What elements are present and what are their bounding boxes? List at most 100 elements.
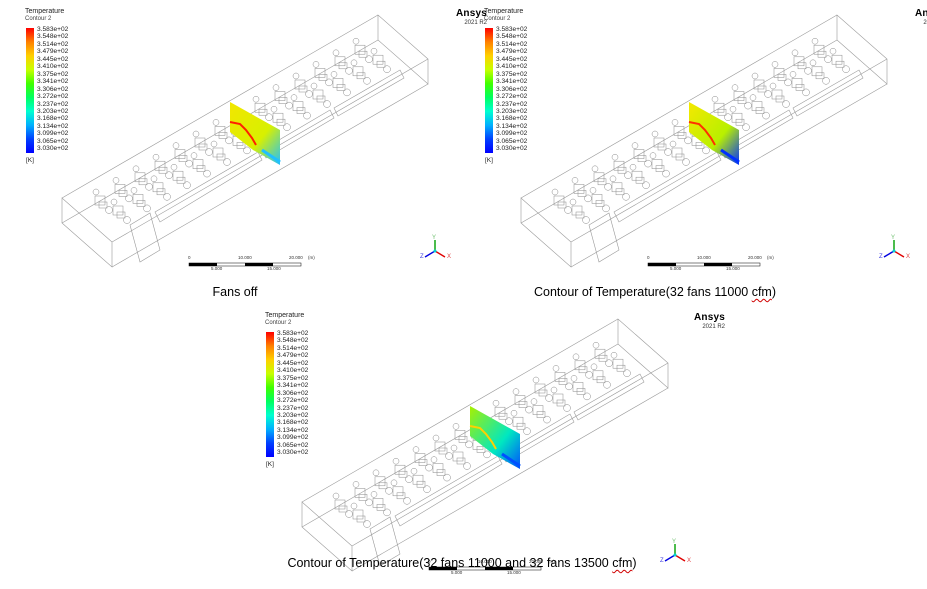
legend-tick-label: 3.030e+02: [277, 449, 309, 457]
legend-tick-label: 3.272e+02: [496, 93, 528, 101]
scale-label: 20.000: [748, 255, 762, 260]
legend-tick-label: 3.306e+02: [37, 85, 69, 93]
legend-unit: [K]: [266, 461, 274, 468]
contour-hot-region: [229, 121, 257, 146]
legend-tick-label: 3.134e+02: [496, 122, 528, 130]
legend-title: Temperature: [25, 8, 65, 15]
axis-triad: [664, 544, 686, 562]
brand-version: 2021 R2: [702, 324, 725, 330]
scale-label: 10.000: [697, 255, 711, 260]
axis-z-label: Z: [660, 558, 664, 564]
legend-tick-label: 3.445e+02: [37, 55, 69, 63]
legend-tick-label: 3.583e+02: [277, 330, 309, 337]
legend-tick-label: 3.272e+02: [37, 93, 69, 101]
legend-subtitle: Contour 2: [25, 15, 52, 22]
axis-x-label: X: [447, 254, 452, 260]
brand-name: Ansys: [693, 312, 725, 323]
legend-tick-label: 3.203e+02: [37, 107, 69, 115]
legend-tick-label: 3.237e+02: [277, 404, 309, 412]
brand-version: 2021 R2: [464, 20, 487, 26]
scale-label: 0: [188, 255, 191, 260]
scale-label: 5.000: [211, 266, 223, 271]
scale-bar: [428, 566, 542, 571]
legend-tick-label: 3.445e+02: [277, 359, 309, 367]
brand-name: Ansys: [914, 8, 927, 19]
legend-tick-label: 3.583e+02: [37, 26, 69, 33]
model-view-1: [61, 14, 446, 268]
brand-name: Ansys: [455, 8, 487, 19]
legend-tick-label: 3.203e+02: [496, 107, 528, 115]
scale-label: 0: [647, 255, 650, 260]
legend-tick-label: 3.479e+02: [277, 352, 309, 360]
legend-tick-label: 3.514e+02: [277, 344, 309, 352]
scale-bar: [647, 262, 761, 267]
model-view-2: [520, 14, 905, 268]
legend-unit: [K]: [485, 157, 493, 164]
legend-subtitle: Contour 2: [265, 319, 292, 326]
legend-tick-label: 3.065e+02: [496, 137, 528, 145]
scale-label: 15.000: [507, 570, 521, 575]
legend-tick-label: 3.168e+02: [37, 115, 69, 123]
contour-hot-region: [688, 121, 716, 146]
scale-label: 20.000: [529, 559, 543, 564]
legend-tick-label: 3.065e+02: [37, 137, 69, 145]
legend-tick-label: 3.479e+02: [37, 48, 69, 56]
axis-y-label: Y: [891, 235, 896, 241]
axis-y-label: Y: [672, 539, 677, 545]
axis-z-label: Z: [420, 254, 424, 260]
scale-label: 5.000: [670, 266, 682, 271]
legend-tick-label: 3.168e+02: [277, 419, 309, 427]
legend-tick-label: 3.341e+02: [37, 78, 69, 86]
scale-label: 5.000: [451, 570, 463, 575]
color-bar: [26, 28, 34, 153]
legend-tick-label: 3.306e+02: [277, 389, 309, 397]
scale-label: 20.000: [289, 255, 303, 260]
scale-unit: (m): [308, 255, 315, 260]
legend-subtitle: Contour 2: [484, 15, 511, 22]
axis-triad: [883, 240, 905, 258]
caption-text: Contour of Temperature(32 fans 11000 and…: [287, 556, 613, 570]
legend-tick-label: 3.099e+02: [37, 130, 69, 138]
legend-tick-label: 3.479e+02: [496, 48, 528, 56]
legend-tick-label: 3.306e+02: [496, 85, 528, 93]
scale-label: 15.000: [267, 266, 281, 271]
color-bar: [266, 332, 274, 457]
contour-hot-region: [469, 425, 497, 450]
caption-spellcheck-word: cfm: [612, 556, 633, 570]
scale-label: 15.000: [726, 266, 740, 271]
legend-tick-label: 3.030e+02: [37, 145, 69, 153]
caption-text-end: ): [771, 285, 777, 299]
axis-x-label: X: [687, 558, 692, 564]
axis-z-label: Z: [879, 254, 883, 260]
axis-triad: [424, 240, 446, 258]
scale-bar: [188, 262, 302, 267]
legend-tick-label: 3.375e+02: [37, 70, 69, 78]
scale-label: 0: [428, 559, 431, 564]
legend-unit: [K]: [26, 157, 34, 164]
scale-unit: (m): [767, 255, 774, 260]
legend-tick-label: 3.548e+02: [37, 33, 69, 41]
legend-tick-label: 3.410e+02: [277, 367, 309, 375]
model-view-3: [301, 318, 686, 572]
caption-panel-2: Contour of Temperature(32 fans 11000 cfm…: [534, 285, 776, 299]
caption-text-end: ): [632, 556, 637, 570]
legend-tick-label: 3.583e+02: [496, 26, 528, 33]
legend-tick-label: 3.168e+02: [496, 115, 528, 123]
scale-unit: (m): [548, 559, 555, 564]
legend-tick-label: 3.099e+02: [277, 434, 309, 442]
legend-tick-label: 3.030e+02: [496, 145, 528, 153]
legend-tick-label: 3.341e+02: [496, 78, 528, 86]
caption-spellcheck-word: cfm: [751, 285, 772, 299]
scale-label: 10.000: [478, 559, 492, 564]
temperature-contour-plane: [230, 102, 280, 165]
legend-tick-label: 3.410e+02: [496, 63, 528, 71]
legend-tick-label: 3.272e+02: [277, 397, 309, 405]
caption-panel-1: Fans off: [213, 285, 258, 299]
legend-title: Temperature: [265, 312, 305, 319]
temperature-contour-plane: [689, 102, 739, 165]
